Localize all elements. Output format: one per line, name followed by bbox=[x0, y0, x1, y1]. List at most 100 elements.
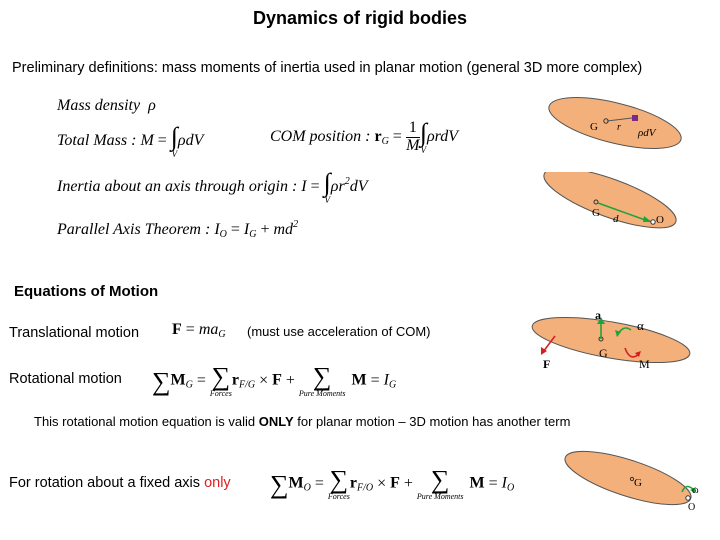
summation-sign: ∑ bbox=[152, 366, 171, 396]
summation-sign: ∑ bbox=[270, 469, 289, 499]
plus-sign: + bbox=[403, 474, 413, 492]
d-arrow bbox=[597, 202, 649, 222]
integral-sign: ∫ bbox=[170, 122, 178, 151]
fig1-dv-label: ρdV bbox=[637, 127, 657, 139]
moment-subscript: G bbox=[185, 379, 193, 391]
rotational-label: Rotational motion bbox=[9, 371, 122, 387]
io-subscript: O bbox=[219, 229, 227, 240]
fixed-axis-label: For rotation about a fixed axis only bbox=[9, 475, 231, 491]
equals-sign: = bbox=[310, 178, 320, 196]
exponent: 2 bbox=[293, 219, 299, 230]
r-vector-line bbox=[606, 117, 633, 122]
moment-symbol: M bbox=[351, 371, 367, 389]
force-symbol: F bbox=[272, 371, 282, 389]
page-title: Dynamics of rigid bodies bbox=[252, 8, 468, 28]
rigid-body-ellipse bbox=[531, 316, 691, 364]
origin-point bbox=[650, 219, 656, 225]
integral-sign: ∫ bbox=[419, 118, 427, 147]
ig-symbol: I bbox=[243, 221, 250, 238]
mass-symbol: M bbox=[140, 132, 154, 150]
moment-arc-head bbox=[635, 351, 641, 357]
fraction-numerator: 1 bbox=[405, 119, 420, 138]
inertia-equation: Inertia about an axis through origin : I… bbox=[57, 170, 367, 205]
validity-note-emphasis: ONLY bbox=[258, 414, 294, 429]
total-mass-label: Total Mass : bbox=[57, 132, 137, 150]
fig3-alpha-label: α bbox=[637, 318, 644, 333]
integral-limit: V bbox=[420, 145, 427, 155]
plus-sign: + bbox=[260, 221, 270, 238]
inertia-subscript: O bbox=[506, 482, 515, 494]
parallel-axis-equation: Parallel Axis Theorem : IO=IG+md2 bbox=[57, 219, 298, 240]
summation-sign: ∑ bbox=[430, 465, 450, 494]
summation-sign: ∑ bbox=[312, 362, 332, 391]
inertia-symbol: I bbox=[301, 178, 307, 196]
integral-limit: V bbox=[324, 195, 330, 205]
force-arrow-head bbox=[541, 347, 547, 355]
integral-sign: ∫ bbox=[323, 168, 331, 197]
equals-sign: = bbox=[488, 474, 498, 492]
translational-note: (must use acceleration of COM) bbox=[247, 324, 431, 339]
mass-density-label: Mass density bbox=[57, 97, 141, 114]
validity-note-pre: This rotational motion equation is valid bbox=[34, 414, 259, 429]
fig3-a-label: a bbox=[595, 308, 601, 322]
fig3-m-label: M bbox=[639, 357, 650, 371]
com-label: COM position : bbox=[270, 128, 371, 146]
inertia-subscript: G bbox=[388, 379, 397, 391]
subtitle: Preliminary definitions: mass moments of… bbox=[12, 60, 643, 76]
com-point bbox=[629, 476, 635, 482]
integral: ∫V bbox=[324, 170, 331, 205]
summation-sign: ∑ bbox=[211, 362, 231, 391]
r-vector: r bbox=[374, 128, 382, 146]
r-subscript: F/O bbox=[356, 482, 374, 494]
integrand: ρrdV bbox=[426, 128, 459, 146]
fig1-g-label: G bbox=[590, 121, 598, 133]
forces-label: Forces bbox=[209, 389, 232, 398]
integrand: ρdV bbox=[177, 132, 204, 150]
force-arrow bbox=[542, 335, 556, 353]
rho-symbol: ρ bbox=[148, 97, 156, 114]
forces-sum: ∑Forces bbox=[210, 364, 232, 398]
integral: ∫V bbox=[171, 124, 178, 159]
figure-fixed-axis: G ω O bbox=[564, 450, 699, 512]
ig-subscript: G bbox=[249, 229, 257, 240]
figure-parallel-axis: G d O bbox=[543, 172, 677, 229]
fig4-o-label: O bbox=[688, 502, 695, 512]
rigid-body-ellipse bbox=[548, 97, 682, 149]
fig2-o-label: O bbox=[656, 214, 664, 226]
equals-sign: = bbox=[230, 221, 240, 238]
fixed-axis-only: only bbox=[204, 475, 231, 491]
summation-sign: ∑ bbox=[329, 465, 349, 494]
io-symbol: I bbox=[214, 221, 220, 238]
validity-note: This rotational motion equation is valid… bbox=[34, 414, 570, 429]
cross-sign: × bbox=[259, 371, 269, 389]
r-subscript: F/G bbox=[238, 379, 256, 391]
equals-sign: = bbox=[392, 128, 402, 146]
mass-density-line: Mass density ρ bbox=[57, 97, 156, 115]
inertia-symbol: I bbox=[501, 474, 507, 492]
fig2-d-label: d bbox=[613, 213, 619, 225]
cross-sign: × bbox=[377, 474, 387, 492]
validity-note-post: for planar motion – 3D motion has anothe… bbox=[293, 414, 571, 429]
rigid-body-ellipse bbox=[564, 450, 692, 506]
moment-symbol: M bbox=[288, 474, 304, 492]
pure-moments-label: Pure Moments bbox=[416, 492, 464, 501]
equals-sign: = bbox=[370, 371, 380, 389]
exponent: 2 bbox=[344, 176, 350, 188]
fig3-f-label: F bbox=[543, 357, 550, 371]
equals-sign: = bbox=[314, 474, 324, 492]
force-symbol: F bbox=[172, 321, 182, 338]
fig1-r-label: r bbox=[617, 122, 621, 133]
alpha-arc-head bbox=[615, 330, 621, 337]
md-term: md bbox=[273, 221, 294, 238]
equals-sign: = bbox=[185, 321, 195, 338]
fig3-g-label: G bbox=[599, 346, 608, 360]
com-point bbox=[593, 199, 599, 205]
inertia-label: Inertia about an axis through origin : bbox=[57, 178, 298, 196]
figure-eom-body: a α G M F bbox=[531, 308, 691, 371]
fig4-g-label: G bbox=[634, 477, 642, 489]
forces-sum: ∑Forces bbox=[328, 467, 350, 501]
fraction-denominator: M bbox=[406, 137, 420, 154]
equals-sign: = bbox=[196, 371, 206, 389]
fixed-axis-point bbox=[685, 495, 691, 501]
